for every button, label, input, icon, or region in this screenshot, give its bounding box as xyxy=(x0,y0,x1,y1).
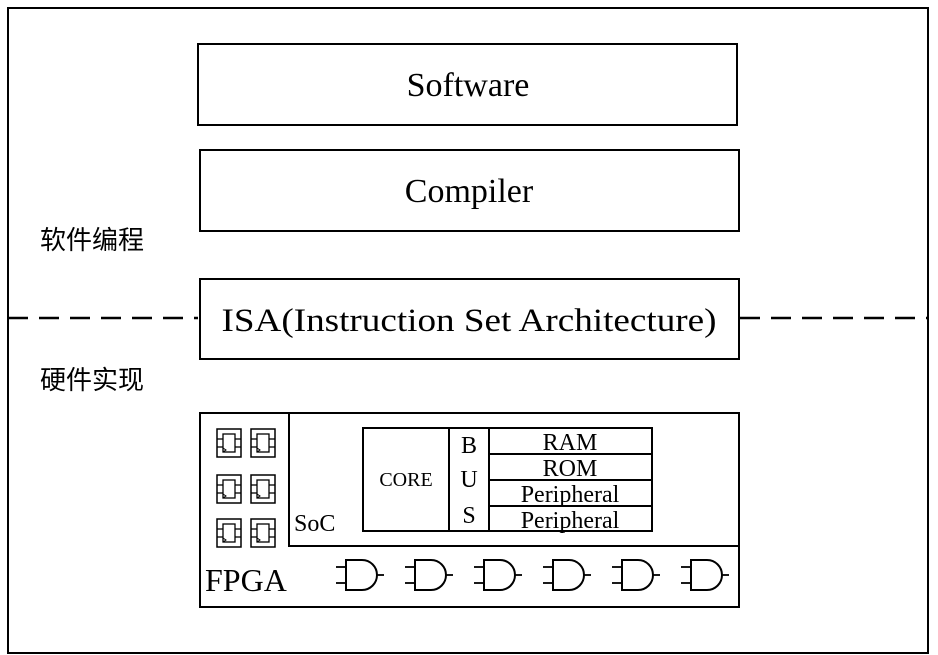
core-box xyxy=(362,427,450,532)
compiler-label: Compiler xyxy=(405,173,534,210)
software-programming-label: 软件编程 xyxy=(40,226,144,256)
flip-flop-icon xyxy=(250,518,276,548)
compiler-layer: Compiler xyxy=(199,149,740,232)
flip-flop-icon xyxy=(216,474,242,504)
logic-gate-row xyxy=(336,559,729,591)
bus-box xyxy=(448,427,490,532)
bus-letter-u: U xyxy=(460,467,477,493)
soc-boundary xyxy=(288,413,739,547)
peripheral-label-2: Peripheral xyxy=(521,508,620,534)
ram-box xyxy=(488,427,653,455)
software-box xyxy=(197,43,738,126)
fpga-label: FPGA xyxy=(205,562,287,598)
flip-flop-icon xyxy=(216,518,242,548)
and-gate-icon xyxy=(612,559,660,591)
logic-cell-grid xyxy=(216,428,276,548)
peripheral-box-2 xyxy=(488,505,653,532)
software-layer: Software xyxy=(197,43,738,126)
and-gate-icon xyxy=(336,559,384,591)
outer-frame xyxy=(7,7,929,654)
flip-flop-icon xyxy=(216,428,242,458)
and-gate-icon xyxy=(474,559,522,591)
flip-flop-icon xyxy=(250,428,276,458)
soc-label: SoC xyxy=(294,511,335,537)
ram-label: RAM xyxy=(543,430,598,456)
bus-letter-s: S xyxy=(462,503,475,529)
hardware-implementation-label: 硬件实现 xyxy=(40,366,144,396)
isa-label: ISA(Instruction Set Architecture) xyxy=(222,303,717,339)
rom-label: ROM xyxy=(543,456,598,482)
and-gate-icon xyxy=(543,559,591,591)
peripheral-label-1: Peripheral xyxy=(521,482,620,508)
flip-flop-icon xyxy=(250,474,276,504)
isa-layer: ISA(Instruction Set Architecture) xyxy=(199,278,740,360)
isa-box xyxy=(199,278,740,360)
and-gate-icon xyxy=(681,559,729,591)
software-label: Software xyxy=(407,67,530,104)
fpga-block: FPGA SoC CORE B U S RAM ROM Peripheral P… xyxy=(199,412,740,608)
core-label: CORE xyxy=(379,469,432,491)
compiler-box xyxy=(199,149,740,232)
bus-letter-b: B xyxy=(461,433,477,459)
and-gate-icon xyxy=(405,559,453,591)
peripheral-box-1 xyxy=(488,479,653,507)
